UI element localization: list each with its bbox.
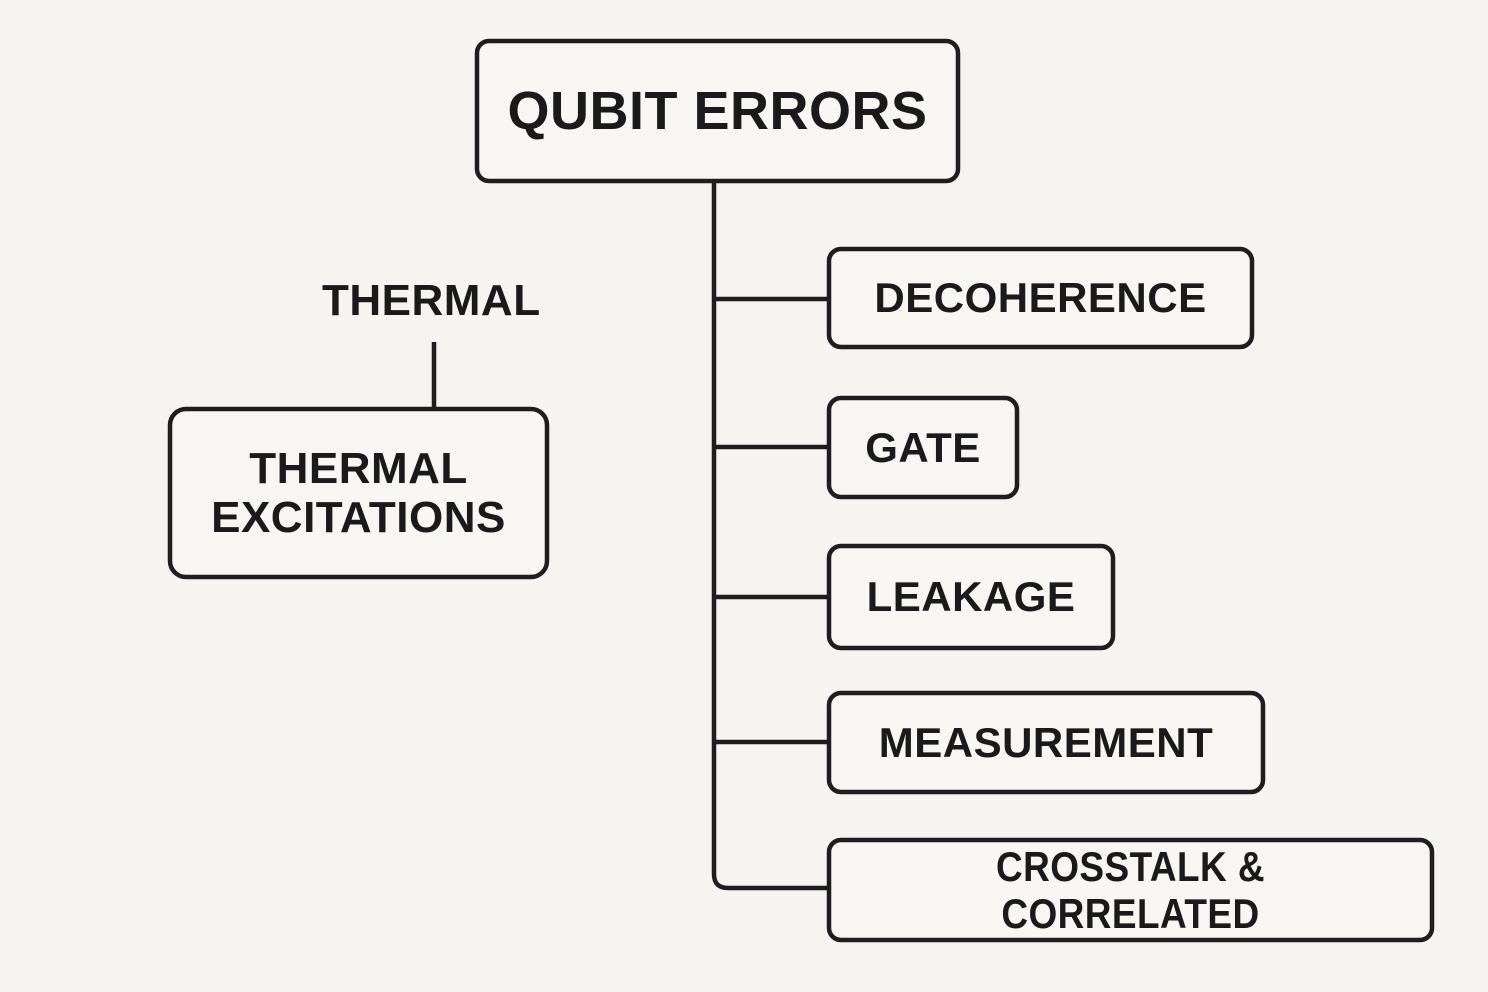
connector-group [431, 181, 829, 891]
group-heading-thermal: THERMAL [322, 276, 541, 325]
node-box-thermal-excitations[interactable] [167, 406, 550, 580]
node-box-gate[interactable] [826, 395, 1020, 500]
node-box-crosstalk-correlated[interactable] [826, 837, 1435, 943]
trunk-connector [711, 181, 829, 891]
node-box-qubit-errors[interactable] [474, 38, 961, 184]
node-box-decoherence[interactable] [826, 246, 1255, 350]
node-box-measurement[interactable] [826, 690, 1266, 795]
node-box-leakage[interactable] [826, 543, 1116, 651]
